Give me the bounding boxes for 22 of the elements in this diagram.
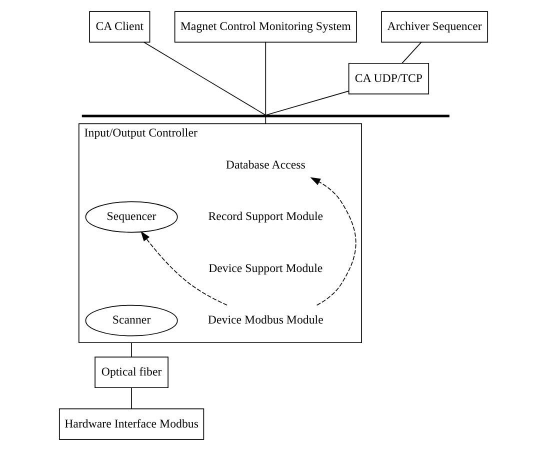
connector — [131, 387, 132, 410]
node-box: CA UDP/TCP — [348, 62, 430, 94]
node-box: Hardware Interface Modbus — [58, 408, 204, 440]
connector — [143, 42, 266, 116]
node-text: Record Support Module — [208, 209, 324, 224]
arrow — [140, 231, 228, 306]
node-text: Database Access — [226, 157, 306, 172]
connector — [265, 90, 350, 116]
connector — [265, 116, 266, 124]
connector — [265, 42, 266, 116]
node-text: Device Modbus Module — [208, 312, 324, 327]
node-text: Device Support Module — [208, 260, 323, 275]
node-box: Archiver Sequencer — [381, 11, 488, 43]
node-box: Magnet Control Monitoring System — [174, 11, 357, 43]
node-box: Optical fiber — [94, 356, 168, 388]
arrow — [310, 177, 356, 306]
node-ellipse: Sequencer — [85, 201, 178, 233]
connector — [131, 342, 132, 358]
node-bar — [82, 114, 450, 118]
connector — [402, 42, 422, 64]
node-box: CA Client — [89, 11, 150, 43]
node-ellipse: Scanner — [85, 304, 178, 336]
